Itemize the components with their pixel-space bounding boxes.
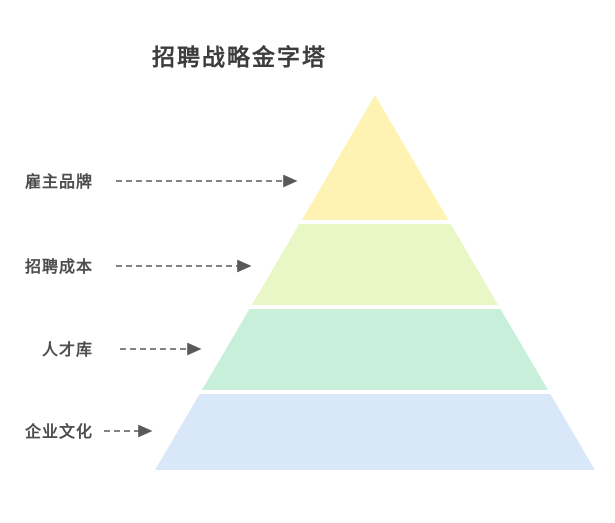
layer-label-talent-pool: 人才库	[42, 340, 93, 359]
pyramid-layer-recruiting-cost	[251, 224, 499, 305]
pyramid-layer-talent-pool	[201, 309, 549, 390]
diagram-title: 招聘战略金字塔	[152, 45, 327, 70]
layer-label-recruiting-cost: 招聘成本	[25, 257, 93, 276]
layer-label-corporate-culture: 企业文化	[24, 422, 93, 441]
pyramid-layer-corporate-culture	[155, 394, 595, 470]
pyramid-layer-employer-brand	[301, 95, 449, 220]
layer-label-employer-brand: 雇主品牌	[25, 172, 93, 191]
